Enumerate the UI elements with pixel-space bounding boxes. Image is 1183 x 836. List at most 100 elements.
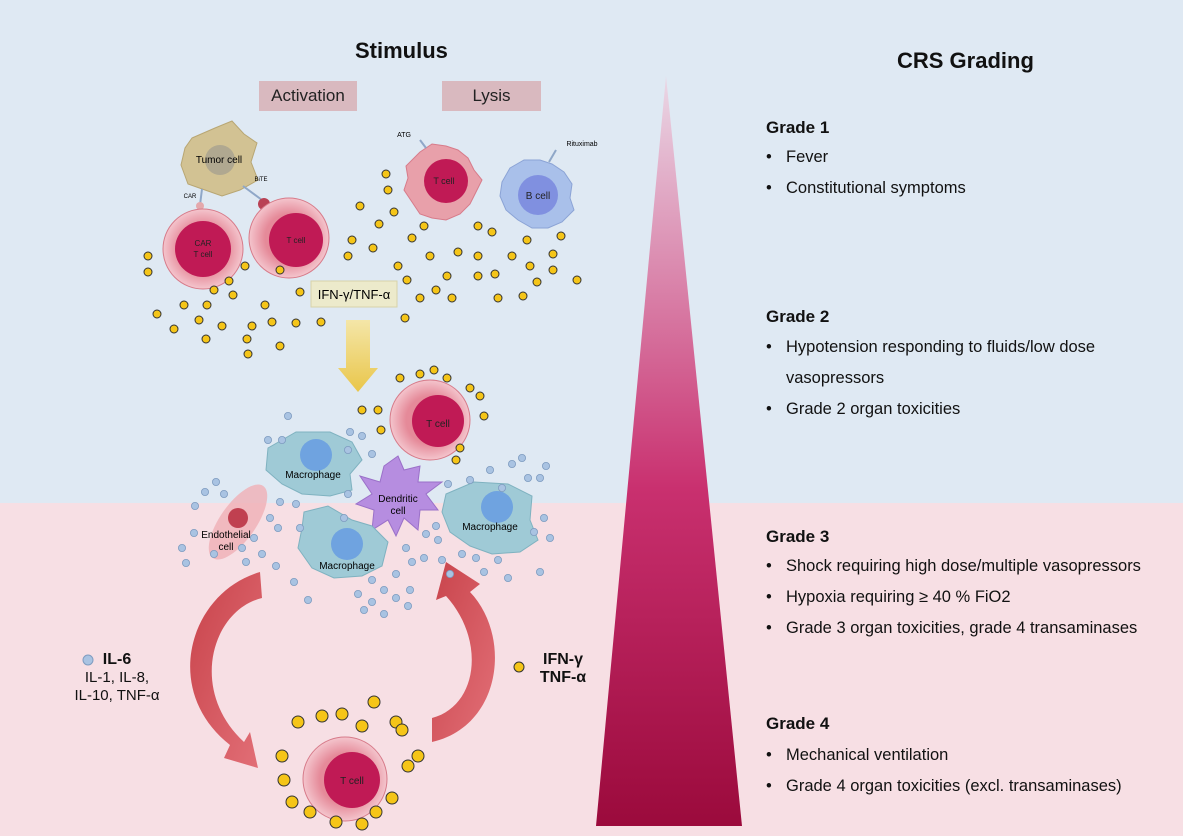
ifn-tnf-particles — [143, 169, 582, 831]
ifn-tnf-particle — [419, 221, 429, 231]
ifn-tnf-particle — [217, 321, 227, 331]
ifn-tnf-particle — [143, 251, 153, 261]
ifn-tnf-particle — [451, 455, 461, 465]
il6-particle — [536, 568, 545, 577]
il6-particle — [445, 570, 454, 579]
grade-2-title: Grade 2 — [766, 307, 830, 326]
ifn-tnf-particle — [329, 815, 343, 829]
il6-particle — [263, 435, 272, 444]
t-cell-middle-label: T cell — [426, 419, 450, 430]
ifn-tnf-particle — [381, 169, 391, 179]
il6-particle — [367, 598, 376, 607]
il6-particle — [546, 534, 555, 543]
ifn-tnf-particle — [465, 383, 475, 393]
t-cell-activation-label: T cell — [287, 236, 306, 245]
ifn-tnf-particle — [194, 315, 204, 325]
il6-particle — [277, 435, 286, 444]
ifn-tnf-particle — [411, 749, 425, 763]
ifn-tnf-particle — [442, 271, 452, 281]
il6-particle — [407, 558, 416, 567]
activation-label: Activation — [259, 81, 357, 111]
endothelial-cell-label-line1: Endothelial — [201, 530, 250, 541]
ifn-tnf-particle — [367, 695, 381, 709]
ifn-tnf-particle — [242, 334, 252, 344]
atg-stem — [419, 139, 427, 149]
b-cell-label: B cell — [526, 191, 550, 202]
il6-particle — [219, 489, 228, 498]
t-cell-activation-nucleus — [269, 213, 323, 267]
cytokine-box — [310, 280, 398, 308]
il6-particle — [391, 570, 400, 579]
t-cell-bottom-nucleus — [324, 752, 380, 808]
tumor-cell-label: Tumor cell — [196, 155, 242, 166]
il6-legend: IL-6 IL-1, IL-8, IL-10, TNF-α — [62, 651, 172, 705]
bite-receptor-stem — [242, 185, 263, 201]
ifn-tnf-particle — [228, 290, 238, 300]
il6-particle — [249, 534, 258, 543]
ifn-tnf-particle — [209, 285, 219, 295]
il6-particle — [530, 528, 539, 537]
down-arrow — [338, 320, 378, 392]
endothelial-cell-label-line2: cell — [218, 542, 233, 553]
stimulus-title: Stimulus — [355, 38, 448, 63]
ifn-tnf-particle — [532, 277, 542, 287]
il6-particle — [479, 568, 488, 577]
ifn-tnf-particle — [224, 276, 234, 286]
il6-particle — [405, 586, 414, 595]
il6-particle — [367, 449, 376, 458]
il6-legend-line2: IL-1, IL-8, — [84, 669, 150, 686]
ifn-legend-line2: TNF-α — [539, 669, 587, 686]
ifn-tnf-particle — [247, 321, 257, 331]
il6-particle — [536, 473, 545, 482]
ifn-tnf-particle — [442, 373, 452, 383]
endothelial-cell-nucleus — [228, 508, 248, 528]
il6-particle — [339, 514, 348, 523]
ifn-tnf-particle — [507, 251, 517, 261]
il6-particle — [343, 489, 352, 498]
ifn-tnf-particle — [453, 247, 463, 257]
car-t-cell-label-line1: CAR — [195, 239, 212, 248]
ifn-legend-dot — [513, 661, 525, 673]
il6-particle — [177, 544, 186, 553]
ifn-tnf-particle — [277, 773, 291, 787]
ifn-tnf-particle — [373, 405, 383, 415]
ifn-tnf-particle — [400, 313, 410, 323]
ifn-tnf-particle — [487, 227, 497, 237]
t-cell-middle-nucleus — [412, 395, 464, 447]
il6-particle — [257, 550, 266, 559]
ifn-tnf-particle — [407, 233, 417, 243]
ifn-tnf-particle — [355, 719, 369, 733]
il6-particle — [542, 461, 551, 470]
il6-particle — [241, 558, 250, 567]
ifn-tnf-particle — [490, 269, 500, 279]
ifn-tnf-particle — [260, 300, 270, 310]
il6-particle — [273, 524, 282, 533]
ifn-tnf-particle — [425, 251, 435, 261]
ifn-tnf-particle — [303, 805, 317, 819]
il6-legend-dot — [82, 654, 94, 666]
ifn-tnf-particle — [169, 324, 179, 334]
il6-particle — [343, 445, 352, 454]
grade-1-item: Constitutional symptoms — [766, 173, 1146, 204]
ifn-tnf-particle — [395, 373, 405, 383]
il6-particle — [457, 550, 466, 559]
il6-particle — [181, 559, 190, 568]
car-t-cell-label-line2: T cell — [194, 250, 213, 259]
il6-particle — [471, 554, 480, 563]
cytokine-box-label: IFN-γ/TNF-α — [318, 287, 391, 302]
ifn-tnf-particle — [152, 309, 162, 319]
ifn-tnf-particle — [475, 391, 485, 401]
dendritic-cell-label-line2: cell — [390, 506, 405, 517]
ifn-tnf-particle — [179, 300, 189, 310]
ifn-tnf-particle — [267, 317, 277, 327]
ifn-tnf-particle — [479, 411, 489, 421]
car-receptor-head — [196, 202, 204, 210]
grade-3-item: Hypoxia requiring ≥ 40 % FiO2 — [766, 582, 1176, 613]
il6-particle — [421, 530, 430, 539]
t-cell-bottom-label: T cell — [340, 776, 364, 787]
il6-particle — [493, 556, 502, 565]
ifn-legend-line1: IFN-γ — [543, 651, 583, 668]
ifn-tnf-particle — [548, 265, 558, 275]
il6-particle — [345, 427, 354, 436]
ifn-tnf-particle — [401, 759, 415, 773]
